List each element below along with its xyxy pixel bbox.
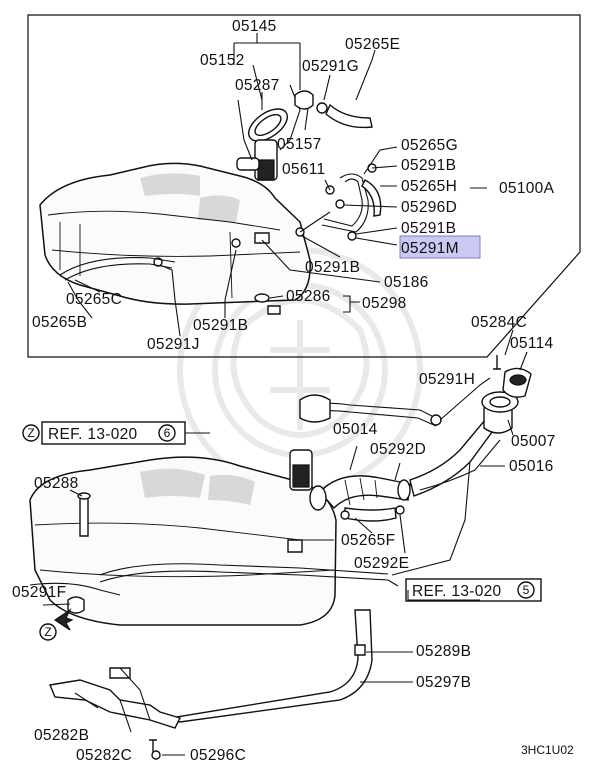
label-05297B[interactable]: 05297B bbox=[416, 674, 471, 691]
label-05291J[interactable]: 05291J bbox=[147, 336, 200, 353]
label-05292D[interactable]: 05292D bbox=[370, 441, 426, 458]
label-05287[interactable]: 05287 bbox=[235, 77, 280, 94]
lower-leader-lines bbox=[42, 329, 528, 756]
label-05292E[interactable]: 05292E bbox=[354, 555, 409, 572]
z-marker-letter: Z bbox=[44, 625, 51, 639]
label-05291M[interactable]: 05291M bbox=[401, 240, 459, 257]
label-05265B[interactable]: 05265B bbox=[32, 314, 87, 331]
ref-top-letter: Z bbox=[27, 426, 34, 440]
label-05296C[interactable]: 05296C bbox=[190, 747, 246, 764]
label-05291H[interactable]: 05291H bbox=[419, 371, 475, 388]
label-05291B-1[interactable]: 05291B bbox=[401, 157, 456, 174]
tank-strap-and-bracket bbox=[49, 609, 373, 760]
label-05114[interactable]: 05114 bbox=[510, 335, 554, 352]
ref-callout-bottom[interactable]: REF. 13-020 5 bbox=[405, 578, 542, 602]
label-05152[interactable]: 05152 bbox=[200, 52, 245, 69]
label-05286[interactable]: 05286 bbox=[286, 288, 331, 305]
label-05296D[interactable]: 05296D bbox=[401, 199, 457, 216]
part-labels: 05145 05152 05287 05265E 05291G 05157 05… bbox=[12, 18, 556, 764]
label-05265C[interactable]: 05265C bbox=[66, 291, 122, 308]
diagram-code: 3HC1U02 bbox=[521, 743, 574, 757]
ref-callout-top[interactable]: Z REF. 13-020 6 bbox=[22, 421, 186, 445]
label-05291B-3[interactable]: 05291B bbox=[305, 259, 360, 276]
ref-top-text: REF. 13-020 bbox=[48, 426, 138, 443]
label-05291F[interactable]: 05291F bbox=[12, 584, 66, 601]
label-05157[interactable]: 05157 bbox=[277, 136, 322, 153]
ref-bottom-text: REF. 13-020 bbox=[412, 583, 502, 600]
label-05291G[interactable]: 05291G bbox=[302, 58, 359, 75]
lower-pump-and-hoses bbox=[29, 355, 532, 614]
assembly-border bbox=[27, 14, 581, 358]
ref-bottom-number: 5 bbox=[523, 583, 530, 597]
label-05145[interactable]: 05145 bbox=[232, 18, 277, 35]
upper-leader-lines bbox=[67, 33, 487, 337]
label-05611[interactable]: 05611 bbox=[282, 161, 325, 178]
label-05289B[interactable]: 05289B bbox=[416, 643, 471, 660]
upper-pump-module bbox=[236, 84, 314, 181]
label-05014[interactable]: 05014 bbox=[333, 421, 378, 438]
label-05265F[interactable]: 05265F bbox=[341, 532, 395, 549]
label-05291B-2[interactable]: 05291B bbox=[401, 220, 456, 237]
label-05016[interactable]: 05016 bbox=[509, 458, 554, 475]
z-arrow-marker: Z bbox=[39, 608, 74, 641]
label-05265G[interactable]: 05265G bbox=[401, 137, 458, 154]
label-05007[interactable]: 05007 bbox=[511, 433, 556, 450]
lower-fuel-tank bbox=[29, 456, 337, 626]
label-05100A[interactable]: 05100A bbox=[499, 180, 555, 197]
label-05282C[interactable]: 05282C bbox=[76, 747, 132, 764]
label-05282B[interactable]: 05282B bbox=[34, 727, 89, 744]
label-05284C[interactable]: 05284C bbox=[471, 314, 527, 331]
label-05288[interactable]: 05288 bbox=[34, 475, 79, 492]
label-05291B-4[interactable]: 05291B bbox=[193, 317, 248, 334]
label-05186[interactable]: 05186 bbox=[384, 274, 429, 291]
highlight-05291M bbox=[399, 235, 481, 259]
label-05265H[interactable]: 05265H bbox=[401, 178, 457, 195]
ref-top-number: 6 bbox=[164, 426, 171, 440]
upper-fuel-tank bbox=[39, 162, 311, 305]
label-05265E[interactable]: 05265E bbox=[345, 36, 400, 53]
label-05298[interactable]: 05298 bbox=[362, 295, 407, 312]
